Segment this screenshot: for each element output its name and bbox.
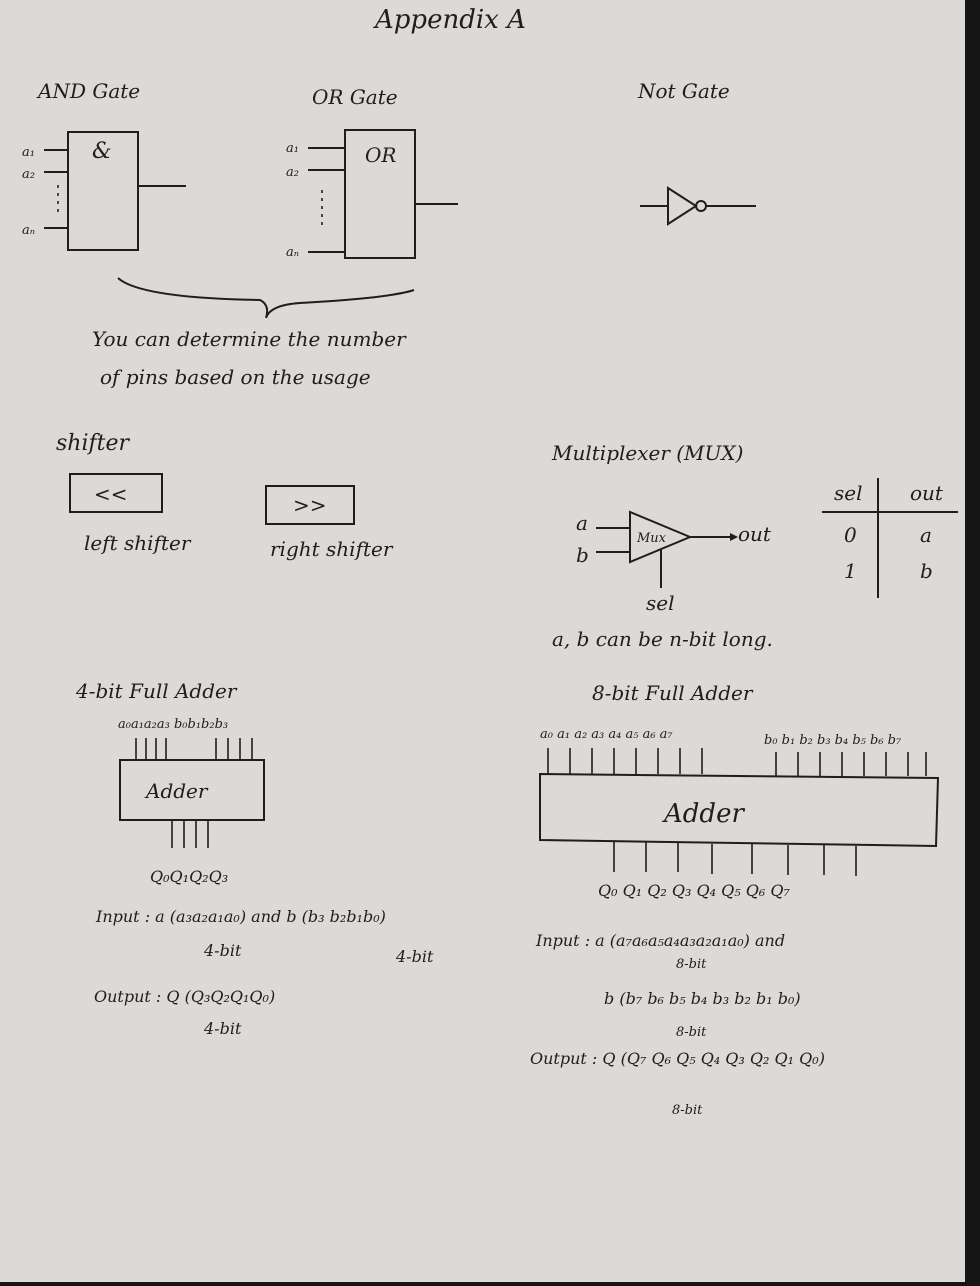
adder8-box	[539, 772, 940, 848]
and-pin-a1: a₁	[22, 145, 35, 160]
adder8-output-pins	[613, 842, 857, 876]
dark-border-bottom	[0, 1282, 980, 1286]
adder8-input-pins	[547, 748, 927, 776]
adder4-output-bits: 4-bit	[203, 1019, 242, 1038]
pins-brace	[117, 277, 415, 319]
not-gate-symbol	[640, 186, 756, 226]
table-cell: 0	[844, 523, 857, 547]
or-pin-a2: a₂	[286, 165, 299, 180]
shifter-label: shifter	[56, 431, 130, 456]
or-gate-symbol	[308, 129, 458, 259]
or-symbol: OR	[365, 143, 396, 167]
table-cell: 1	[844, 559, 857, 583]
and-gate-symbol	[44, 131, 186, 251]
left-shifter-symbol: <<	[94, 482, 128, 506]
or-pin-an: aₙ	[286, 245, 299, 260]
adder8-outputs: Q₀ Q₁ Q₂ Q₃ Q₄ Q₅ Q₆ Q₇	[598, 881, 790, 900]
pins-note-line1: You can determine the number	[92, 327, 407, 351]
table-header-out: out	[910, 481, 944, 505]
adder4-label: 4-bit Full Adder	[75, 679, 238, 703]
adder4-outputs: Q₀Q₁Q₂Q₃	[150, 867, 228, 886]
and-gate-label: AND Gate	[36, 79, 140, 103]
adder8-input-b-line: b (b₇ b₆ b₅ b₄ b₃ b₂ b₁ b₀)	[604, 989, 801, 1008]
mux-symbol	[596, 510, 738, 588]
adder4-box	[119, 759, 265, 821]
adder8-inputs-a: a₀ a₁ a₂ a₃ a₄ a₅ a₆ a₇	[540, 727, 673, 742]
or-gate-label: OR Gate	[312, 85, 398, 109]
left-shifter-caption: left shifter	[84, 531, 192, 555]
adder8-input-line: Input : a (a₇a₆a₅a₄a₃a₂a₁a₀) and	[535, 931, 785, 950]
mux-box-label: Mux	[636, 531, 667, 546]
table-header-sel: sel	[834, 481, 863, 505]
table-cell: b	[920, 559, 933, 583]
adder4-box-label: Adder	[144, 779, 209, 803]
table-cell: a	[920, 523, 932, 547]
or-pin-a1: a₁	[286, 141, 299, 156]
page-title: Appendix A	[373, 5, 526, 35]
adder4-output-pins	[171, 820, 209, 848]
adder8-inputs-b: b₀ b₁ b₂ b₃ b₄ b₅ b₆ b₇	[764, 733, 902, 748]
right-shifter-symbol: >>	[293, 493, 327, 517]
dark-border	[965, 0, 980, 1286]
mux-truth-table	[822, 478, 958, 598]
adder4-input-bits-a: 4-bit	[203, 941, 242, 960]
mux-select: sel	[646, 591, 675, 615]
mux-label: Multiplexer (MUX)	[551, 441, 743, 465]
adder4-input-pins	[135, 738, 253, 760]
and-pin-an: aₙ	[22, 223, 35, 238]
adder8-output-line: Output : Q (Q₇ Q₆ Q₅ Q₄ Q₃ Q₂ Q₁ Q₀)	[530, 1049, 825, 1068]
and-pin-a2: a₂	[22, 167, 35, 182]
right-shifter-box	[265, 485, 355, 525]
adder4-output-line: Output : Q (Q₃Q₂Q₁Q₀)	[94, 987, 275, 1006]
mux-input-a: a	[576, 511, 588, 535]
adder8-output-bits: 8-bit	[672, 1103, 703, 1118]
adder8-input-bits-a: 8-bit	[676, 957, 707, 972]
adder4-inputs: a₀a₁a₂a₃ b₀b₁b₂b₃	[118, 717, 228, 732]
pins-note-line2: of pins based on the usage	[100, 365, 371, 389]
mux-input-b: b	[576, 543, 589, 567]
mux-output: out	[738, 522, 772, 546]
adder8-label: 8-bit Full Adder	[592, 681, 754, 705]
and-symbol: &	[92, 139, 112, 164]
not-gate-label: Not Gate	[637, 79, 730, 103]
right-shifter-caption: right shifter	[270, 537, 394, 561]
mux-note: a, b can be n-bit long.	[552, 627, 773, 651]
adder4-input-line: Input : a (a₃a₂a₁a₀) and b (b₃ b₂b₁b₀)	[95, 907, 386, 926]
adder8-input-bits-b: 8-bit	[676, 1025, 707, 1040]
adder4-input-bits-b: 4-bit	[395, 947, 434, 966]
adder8-box-label: Adder	[662, 799, 745, 829]
left-shifter-box	[69, 473, 163, 513]
